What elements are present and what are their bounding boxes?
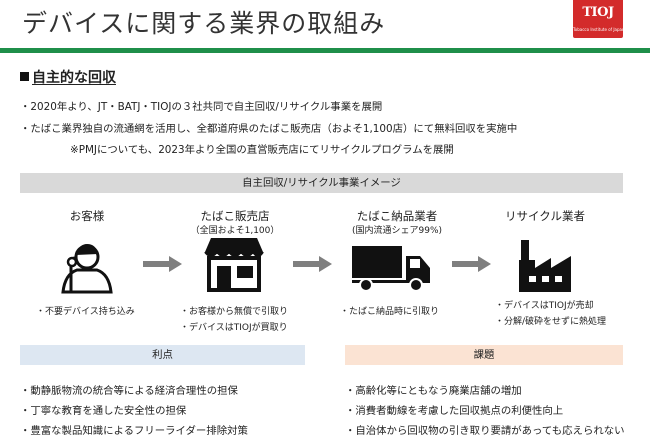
step-recycler-title: リサイクル業者: [505, 209, 585, 223]
flow-arrow-3-icon: [452, 256, 491, 272]
shop-icon: [204, 238, 264, 292]
merit-item-3: ・豊富な製品知識によるフリーライダー排除対策: [20, 425, 248, 437]
flow-arrow-1-icon: [143, 256, 182, 272]
issue-item-3: ・自治体から回収物の引き取り要請があっても応えられない: [345, 425, 625, 437]
step-wholesaler-subtitle: (国内流通シェア99%): [351, 226, 443, 236]
merit-item-1: ・動静脈物流の統合等による経済合理性の担保: [20, 385, 238, 397]
customer-icon: [61, 244, 113, 294]
step-shop-subtitle: （全国およそ1,100）: [190, 226, 280, 236]
issue-item-2: ・消費者動線を考慮した回収拠点の利便性向上: [345, 405, 564, 417]
flow-arrow-2-icon: [293, 256, 332, 272]
step-wholesaler-note-1: ・たばこ納品時に引取り: [340, 307, 440, 317]
issues-heading: 課題: [345, 345, 623, 365]
header-divider: [0, 48, 650, 53]
step-shop-note-1: ・お客様から無償で引取り: [180, 307, 289, 317]
intro-bullet-1: ・2020年より、JT・BATJ・TIOJの３社共同で自主回収/リサイクル事業を…: [20, 101, 383, 113]
step-customer-note-1: ・不要デバイス持ち込み: [36, 307, 135, 317]
step-recycler-note-1: ・デバイスはTIOJが売却: [495, 301, 594, 311]
step-shop-note-2: ・デバイスはTIOJが買取り: [180, 323, 288, 333]
flow-heading: 自主回収/リサイクル事業イメージ: [20, 173, 623, 193]
page-title: デバイスに関する業界の取組み: [22, 9, 386, 38]
step-shop-title: たばこ販売店: [200, 209, 270, 223]
logo-subtitle: Tobacco Institute of Japan: [573, 27, 625, 32]
merits-heading: 利点: [20, 345, 305, 365]
step-recycler-note-2: ・分解/破砕をせずに熱処理: [495, 317, 607, 327]
intro-bullet-2: ・たばこ業界独自の流通網を活用し、全都道府県のたばこ販売店（およそ1,100店）…: [20, 123, 518, 135]
intro-note: ※PMJについても、2023年より全国の直営販売店にてリサイクルプログラムを展開: [70, 144, 454, 156]
merit-item-2: ・丁寧な教育を通した安全性の担保: [20, 405, 187, 417]
logo-mark: TIOJ: [582, 5, 614, 20]
step-wholesaler-title: たばこ納品業者: [356, 209, 438, 223]
step-customer-title: お客様: [69, 209, 105, 223]
factory-icon: [519, 240, 571, 292]
section-title: 自主的な回収: [20, 67, 116, 87]
square-bullet-icon: [20, 72, 29, 81]
issue-item-1: ・高齢化等にともなう廃業店舗の増加: [345, 385, 522, 397]
tioj-logo: TIOJ Tobacco Institute of Japan: [573, 0, 625, 38]
truck-icon: [352, 246, 430, 292]
